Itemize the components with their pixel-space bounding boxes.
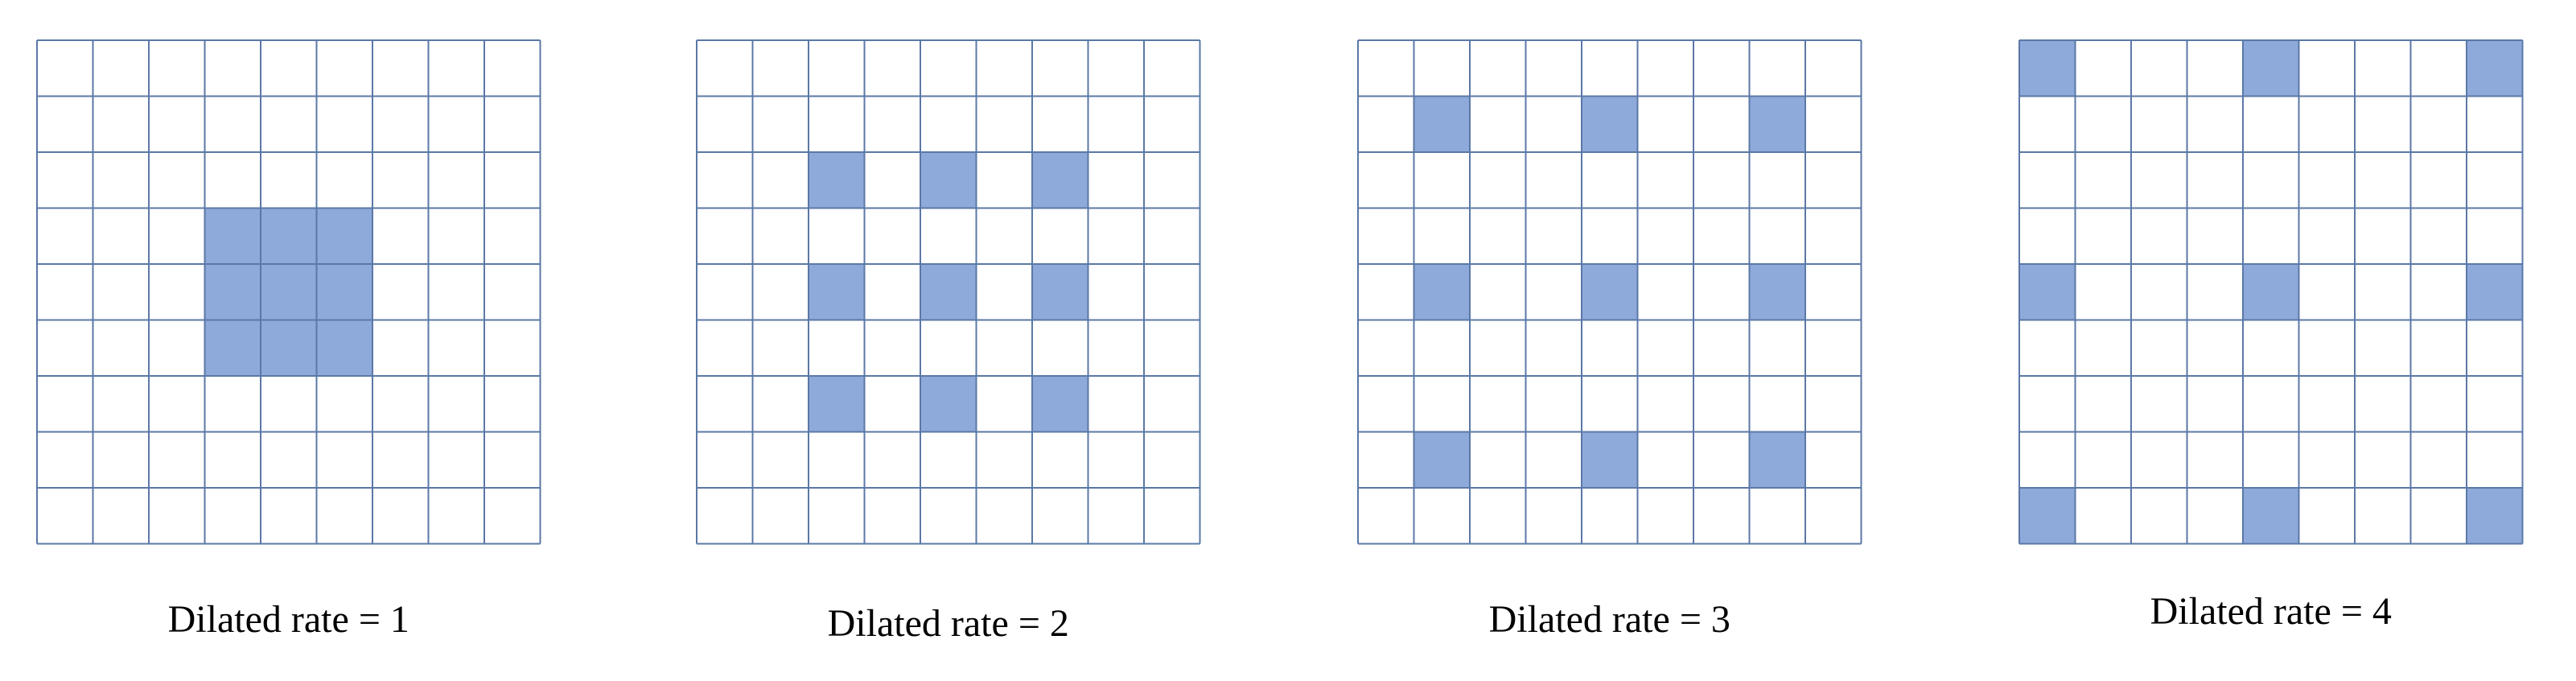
highlighted-cell <box>809 152 865 208</box>
highlighted-cell <box>1414 431 1470 488</box>
panel-2-highlighted-cells <box>809 152 1088 432</box>
highlighted-cell <box>920 264 977 320</box>
highlighted-cell <box>2467 40 2523 97</box>
highlighted-cell <box>1749 431 1805 488</box>
highlighted-cell <box>316 320 372 376</box>
highlighted-cell <box>1749 264 1805 320</box>
panel-1-grid <box>36 39 541 545</box>
highlighted-cell <box>920 152 977 208</box>
highlighted-cell <box>204 264 261 320</box>
panel-1-caption: Dilated rate = 1 <box>168 598 409 641</box>
panel-3-grid <box>1357 39 1862 545</box>
highlighted-cell <box>316 264 372 320</box>
panel-3-caption: Dilated rate = 3 <box>1489 598 1730 641</box>
highlighted-cell <box>261 320 317 376</box>
highlighted-cell <box>1749 96 1805 152</box>
panel-dilation-4: Dilated rate = 4 <box>2018 39 2524 633</box>
highlighted-cell <box>204 320 261 376</box>
highlighted-cell <box>2019 40 2076 97</box>
highlighted-cell <box>261 264 317 320</box>
panel-3-highlighted-cells <box>1414 96 1805 488</box>
highlighted-cell <box>2467 488 2523 544</box>
highlighted-cell <box>261 208 317 264</box>
highlighted-cell <box>2243 264 2299 320</box>
panel-2-grid <box>696 39 1201 545</box>
highlighted-cell <box>920 376 977 432</box>
panel-dilation-2: Dilated rate = 2 <box>696 39 1201 645</box>
highlighted-cell <box>1582 264 1638 320</box>
highlighted-cell <box>204 208 261 264</box>
highlighted-cell <box>2243 40 2299 97</box>
highlighted-cell <box>1414 96 1470 152</box>
highlighted-cell <box>1414 264 1470 320</box>
highlighted-cell <box>1032 376 1088 432</box>
highlighted-cell <box>809 264 865 320</box>
highlighted-cell <box>1032 264 1088 320</box>
panel-4-grid <box>2018 39 2524 545</box>
panel-2-caption: Dilated rate = 2 <box>828 602 1069 645</box>
highlighted-cell <box>2467 264 2523 320</box>
highlighted-cell <box>2243 488 2299 544</box>
highlighted-cell <box>316 208 372 264</box>
panel-1-highlighted-cells <box>204 208 372 376</box>
highlighted-cell <box>2019 264 2076 320</box>
highlighted-cell <box>2019 488 2076 544</box>
panel-dilation-1: Dilated rate = 1 <box>36 39 541 641</box>
highlighted-cell <box>809 376 865 432</box>
panel-dilation-3: Dilated rate = 3 <box>1357 39 1862 641</box>
highlighted-cell <box>1582 431 1638 488</box>
panel-4-highlighted-cells <box>2019 40 2523 544</box>
panel-4-caption: Dilated rate = 4 <box>2150 590 2392 633</box>
highlighted-cell <box>1032 152 1088 208</box>
highlighted-cell <box>1582 96 1638 152</box>
